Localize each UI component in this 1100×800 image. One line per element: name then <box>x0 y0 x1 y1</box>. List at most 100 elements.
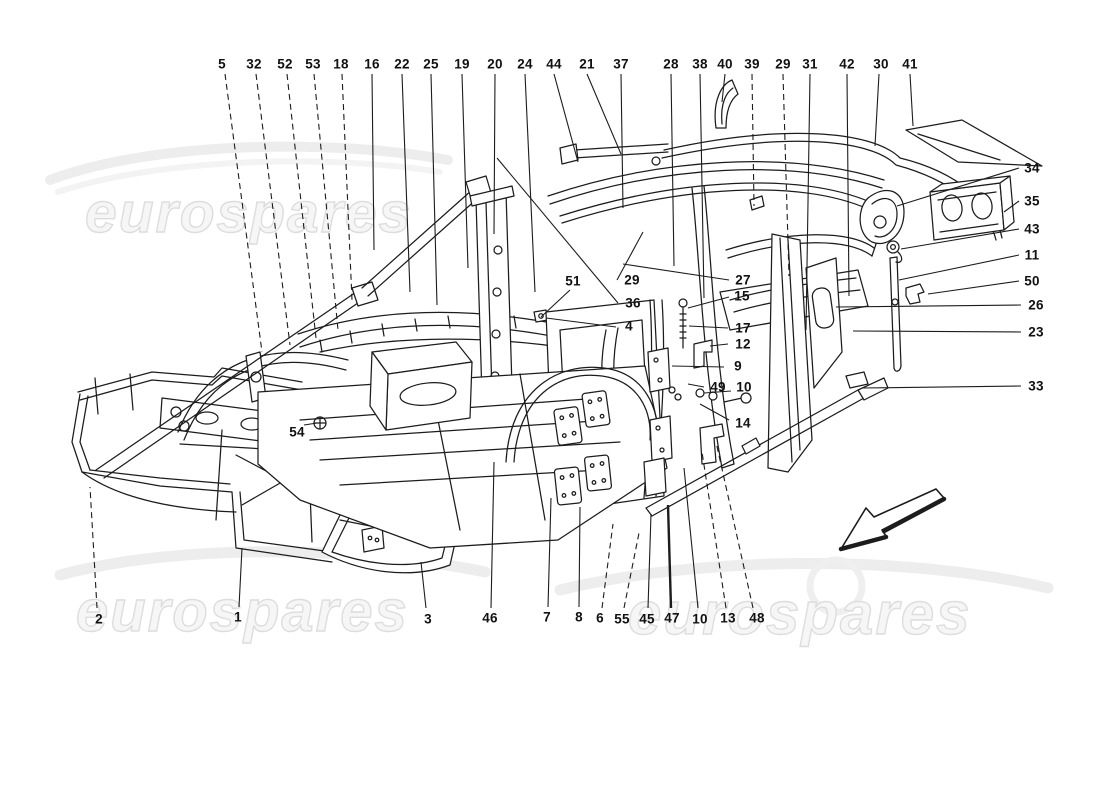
callout-c54[interactable]: 54 <box>289 424 305 440</box>
leader-line-c9 <box>671 365 725 368</box>
watermark-text: eurospares <box>628 580 972 647</box>
leader-line-c19 <box>461 73 469 269</box>
leader-line-c20 <box>493 73 496 235</box>
callout-c40[interactable]: 40 <box>717 56 733 72</box>
callout-c27[interactable]: 27 <box>735 272 751 288</box>
callout-c30[interactable]: 30 <box>873 56 889 72</box>
callout-c2[interactable]: 2 <box>95 611 103 627</box>
leader-line-c55 <box>623 532 640 609</box>
callout-c12[interactable]: 12 <box>735 336 751 352</box>
callout-c1[interactable]: 1 <box>234 609 242 625</box>
leader-line-c37 <box>620 73 624 209</box>
leader-line-c4 <box>545 317 617 328</box>
callout-c4[interactable]: 4 <box>625 318 633 334</box>
callout-c22[interactable]: 22 <box>394 56 410 72</box>
callout-c20[interactable]: 20 <box>487 56 503 72</box>
callout-c29a[interactable]: 29 <box>775 56 791 72</box>
callout-c55[interactable]: 55 <box>614 611 630 627</box>
watermark-bottom-right: eurospares <box>554 556 1054 648</box>
leader-line-c52 <box>286 73 317 339</box>
callout-c10b[interactable]: 10 <box>692 611 708 627</box>
callout-c13[interactable]: 13 <box>720 610 736 626</box>
leader-line-c15 <box>687 296 730 309</box>
leader-line-c29a <box>782 73 790 277</box>
leader-line-c24 <box>524 73 536 293</box>
leader-line-c49 <box>687 383 705 388</box>
leader-line-c32 <box>255 73 291 346</box>
callout-c45[interactable]: 45 <box>639 611 655 627</box>
callout-c47[interactable]: 47 <box>664 610 680 626</box>
right-side-parts-drawing <box>859 175 1015 372</box>
callout-c23[interactable]: 23 <box>1028 324 1044 340</box>
leader-line-c10a <box>703 390 732 394</box>
watermark-text: eurospares <box>85 181 412 245</box>
callout-c24[interactable]: 24 <box>517 56 533 72</box>
leader-line-c36 <box>496 157 619 304</box>
leader-line-c39 <box>751 73 755 207</box>
leader-line-c1 <box>238 547 243 608</box>
callout-c52[interactable]: 52 <box>277 56 293 72</box>
callout-c26[interactable]: 26 <box>1028 297 1044 313</box>
leader-line-c48 <box>715 441 754 609</box>
callout-c41[interactable]: 41 <box>902 56 918 72</box>
callout-c11[interactable]: 11 <box>1024 247 1040 263</box>
callout-c17[interactable]: 17 <box>735 320 751 336</box>
callout-c8[interactable]: 8 <box>575 609 583 625</box>
callout-c19[interactable]: 19 <box>454 56 470 72</box>
callout-c29b[interactable]: 29 <box>624 272 640 288</box>
callout-c31[interactable]: 31 <box>802 56 818 72</box>
leader-line-c14 <box>699 403 730 421</box>
callout-c53[interactable]: 53 <box>305 56 321 72</box>
leader-line-c51 <box>540 289 571 318</box>
leader-line-c29b <box>616 231 644 281</box>
callout-c42[interactable]: 42 <box>839 56 855 72</box>
callout-c39[interactable]: 39 <box>744 56 760 72</box>
callout-c21[interactable]: 21 <box>579 56 595 72</box>
callout-c35[interactable]: 35 <box>1024 193 1040 209</box>
mount-plates-drawing <box>553 390 613 506</box>
callout-c37[interactable]: 37 <box>613 56 629 72</box>
leader-line-c33 <box>861 385 1022 389</box>
watermark-bottom-left: eurospares <box>54 546 491 645</box>
callout-c51[interactable]: 51 <box>565 273 581 289</box>
leader-line-c53 <box>313 73 339 331</box>
callout-c14[interactable]: 14 <box>735 415 751 431</box>
callout-c6[interactable]: 6 <box>596 610 604 626</box>
bracket-40-drawing <box>714 79 739 129</box>
callout-c32[interactable]: 32 <box>246 56 262 72</box>
callout-c16[interactable]: 16 <box>364 56 380 72</box>
leader-line-c54 <box>303 422 318 426</box>
callout-c33[interactable]: 33 <box>1028 378 1044 394</box>
callout-c36[interactable]: 36 <box>625 295 641 311</box>
callout-c38[interactable]: 38 <box>692 56 708 72</box>
callout-c49[interactable]: 49 <box>710 379 726 395</box>
callout-c7[interactable]: 7 <box>543 609 551 625</box>
leader-line-c28 <box>670 73 675 267</box>
callout-c18[interactable]: 18 <box>333 56 349 72</box>
watermark-top-left: eurospares <box>45 141 453 246</box>
callout-c28[interactable]: 28 <box>663 56 679 72</box>
callout-c50[interactable]: 50 <box>1024 273 1040 289</box>
leader-line-c40 <box>721 73 726 103</box>
leader-line-c41 <box>909 73 914 127</box>
leader-line-c7 <box>547 497 552 608</box>
callout-c10a[interactable]: 10 <box>736 379 752 395</box>
callout-c5[interactable]: 5 <box>218 56 226 72</box>
callout-c9[interactable]: 9 <box>734 358 742 374</box>
callout-c15[interactable]: 15 <box>734 288 750 304</box>
hinge-parts-drawing <box>643 298 752 497</box>
leader-line-c31 <box>805 73 811 331</box>
leader-line-c8 <box>578 506 581 608</box>
leader-line-c5 <box>224 73 263 353</box>
callout-c48[interactable]: 48 <box>749 610 765 626</box>
callout-c25[interactable]: 25 <box>423 56 439 72</box>
callout-c43[interactable]: 43 <box>1024 221 1040 237</box>
callout-c46[interactable]: 46 <box>482 610 498 626</box>
watermark-text: eurospares <box>76 579 409 644</box>
callout-c44[interactable]: 44 <box>546 56 562 72</box>
leader-lines <box>89 73 1022 609</box>
callout-c34[interactable]: 34 <box>1024 160 1040 176</box>
callout-c3[interactable]: 3 <box>424 611 432 627</box>
leader-line-c22 <box>401 73 411 293</box>
